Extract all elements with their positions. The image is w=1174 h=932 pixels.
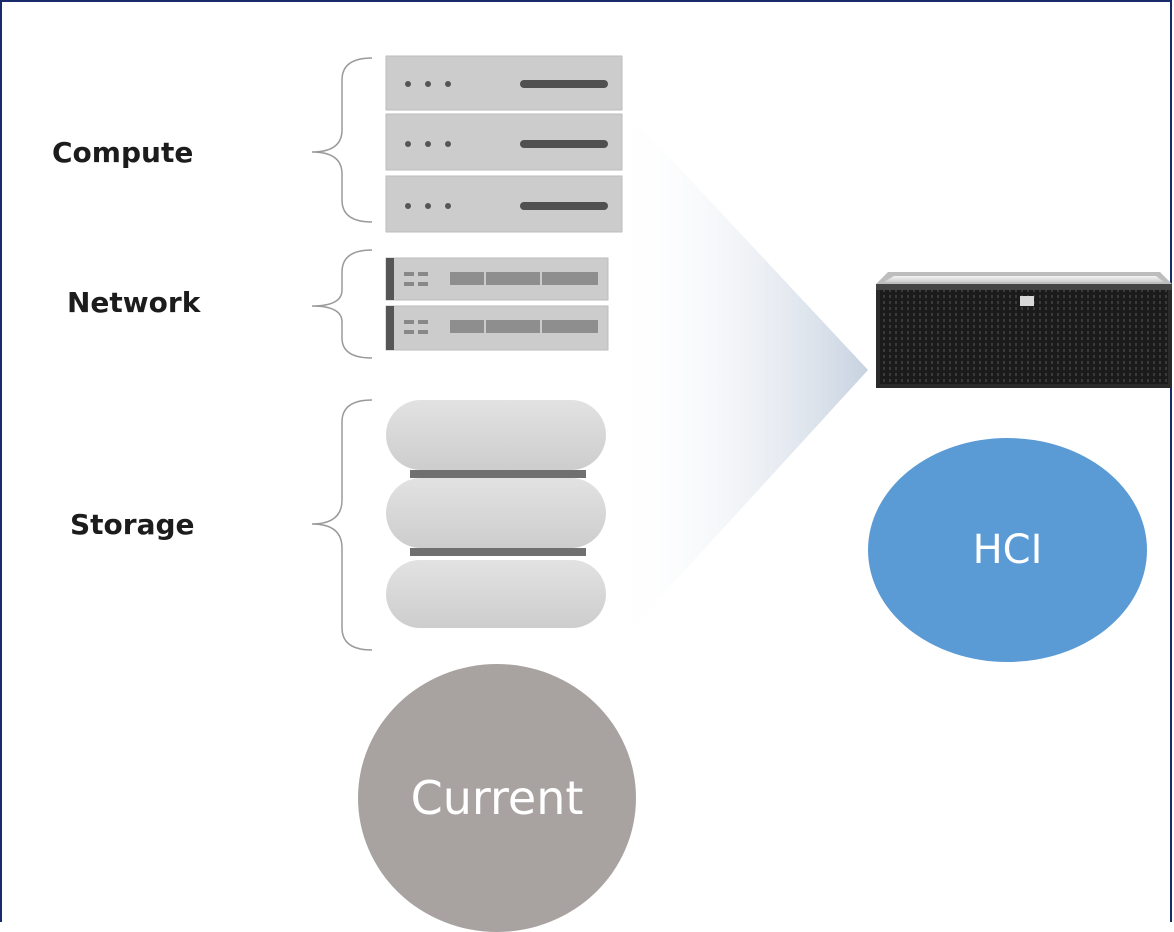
compute-brace bbox=[311, 57, 373, 223]
network-label: Network bbox=[67, 286, 201, 319]
hci-appliance-icon bbox=[876, 272, 1172, 388]
storage-label: Storage bbox=[70, 508, 195, 541]
hci-circle: HCI bbox=[868, 438, 1147, 662]
current-label: Current bbox=[410, 771, 584, 825]
hci-label: HCI bbox=[972, 527, 1043, 573]
compute-label: Compute bbox=[52, 136, 194, 169]
storage-brace bbox=[311, 399, 373, 651]
rack-server-icon bbox=[385, 55, 623, 233]
current-circle: Current bbox=[358, 664, 636, 932]
network-switch-icon bbox=[385, 257, 609, 351]
network-brace bbox=[311, 249, 373, 359]
transition-arrow bbox=[612, 96, 868, 650]
storage-disk-stack-icon bbox=[386, 400, 606, 628]
